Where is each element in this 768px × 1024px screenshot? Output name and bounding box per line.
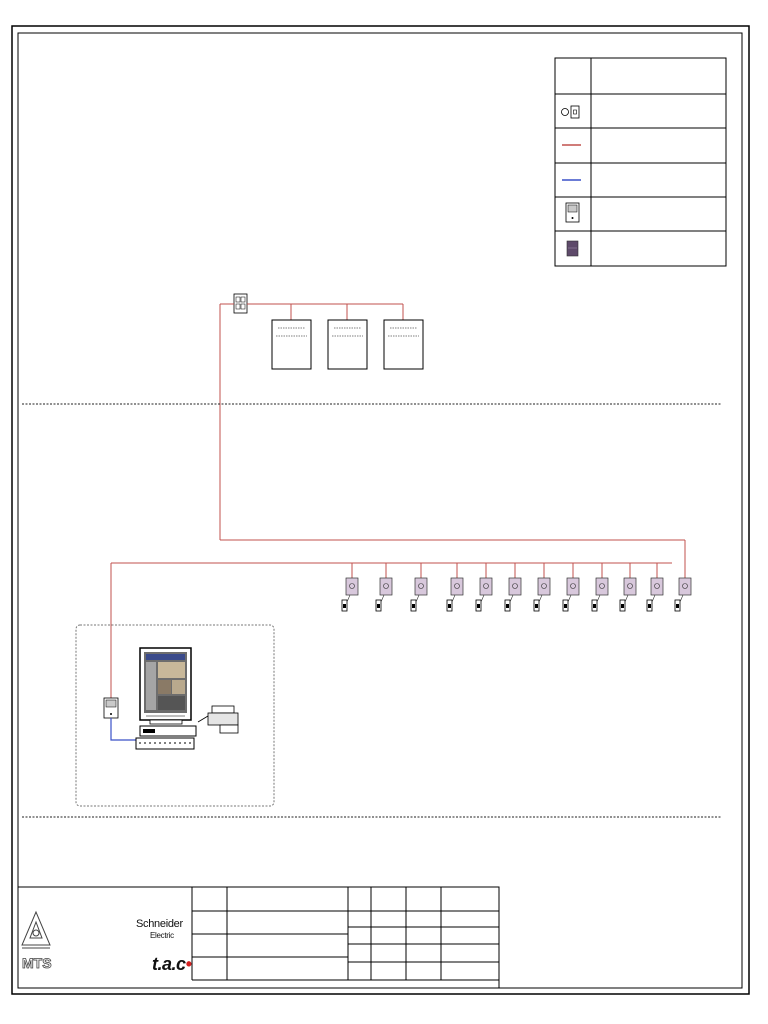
bus-controller (674, 563, 692, 612)
tac-wordmark: t.a.c (152, 954, 186, 974)
mts-logo-text: MTS (22, 955, 52, 971)
router-icon (103, 697, 119, 719)
bus-controller (475, 563, 493, 612)
panel-icon (566, 240, 579, 257)
panel-box (327, 319, 368, 370)
bus-controller (410, 563, 428, 612)
legend-table (554, 57, 727, 267)
title-block (17, 886, 500, 989)
panel-box (383, 319, 424, 370)
schneider-electric-logo: Schneider Electric (136, 919, 183, 941)
schneider-wordmark: Schneider (136, 918, 183, 930)
printer-icon (197, 705, 239, 734)
outer-border (11, 25, 750, 995)
upper-bus (219, 303, 686, 578)
lan-connection (110, 718, 140, 741)
bus-controller (591, 563, 609, 612)
field-bus (110, 562, 672, 698)
bus-controller (375, 563, 393, 612)
router-icon (565, 202, 580, 223)
bus-controller (504, 563, 522, 612)
mts-logo: MTS (21, 910, 52, 971)
monitor-icon (139, 647, 192, 725)
electric-wordmark: Electric (150, 931, 174, 940)
keyboard-icon (135, 737, 195, 750)
bus-controller (341, 563, 359, 612)
controller-row (341, 563, 692, 612)
workstation-enclosure (75, 624, 275, 807)
bus-controller (646, 563, 664, 612)
bus-controller (446, 563, 464, 612)
bus-controller (619, 563, 637, 612)
thermostat-controller-icon (561, 105, 580, 119)
panel-box (271, 319, 312, 370)
tac-logo: t.a.c• (152, 954, 192, 975)
computer-icon (139, 725, 197, 737)
upper-router (233, 293, 248, 314)
tac-accent-dot: • (185, 954, 192, 974)
bus-controller (533, 563, 551, 612)
bus-controller (562, 563, 580, 612)
